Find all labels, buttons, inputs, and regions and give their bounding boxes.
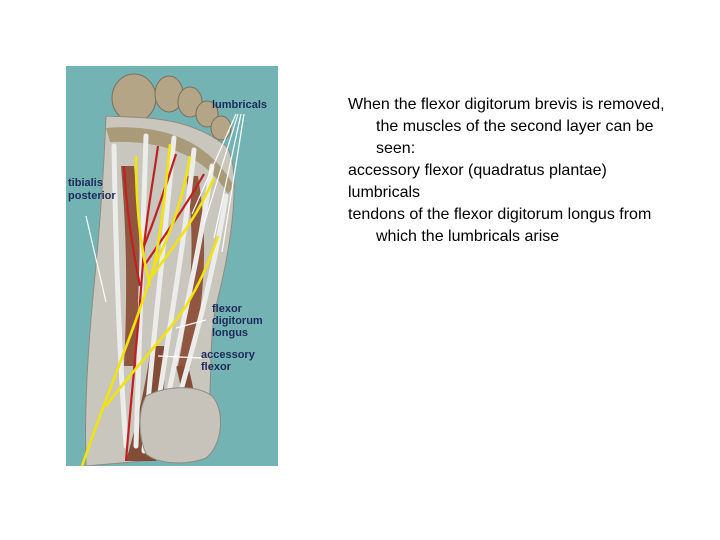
label-accessory-line2: flexor xyxy=(201,361,232,373)
toes xyxy=(111,73,232,141)
label-lumbricals: lumbricals xyxy=(212,99,267,111)
lumbricals-line: lumbricals xyxy=(348,184,421,201)
accessory-flexor-line: accessory flexor (quadratus plantae) xyxy=(348,162,607,179)
intro-paragraph: When the flexor digitorum brevis is remo… xyxy=(348,96,665,157)
nerves xyxy=(80,143,220,466)
foot-anatomy-illustration: lumbricals tibialis posterior flexor dig… xyxy=(66,66,278,466)
label-tibialis-line2: posterior xyxy=(68,190,116,202)
label-fdl-line2: digitorum xyxy=(212,315,263,327)
fdl-tendons-line: tendons of the flexor digitorum longus f… xyxy=(348,206,652,245)
slide-text: When the flexor digitorum brevis is remo… xyxy=(348,94,688,248)
label-tibialis-line1: tibialis xyxy=(68,177,103,189)
label-accessory-line1: accessory xyxy=(201,349,256,361)
label-fdl-line3: longus xyxy=(212,327,248,339)
calcaneus xyxy=(139,387,222,464)
label-pointers xyxy=(85,113,245,359)
label-fdl-line1: flexor xyxy=(212,303,243,315)
